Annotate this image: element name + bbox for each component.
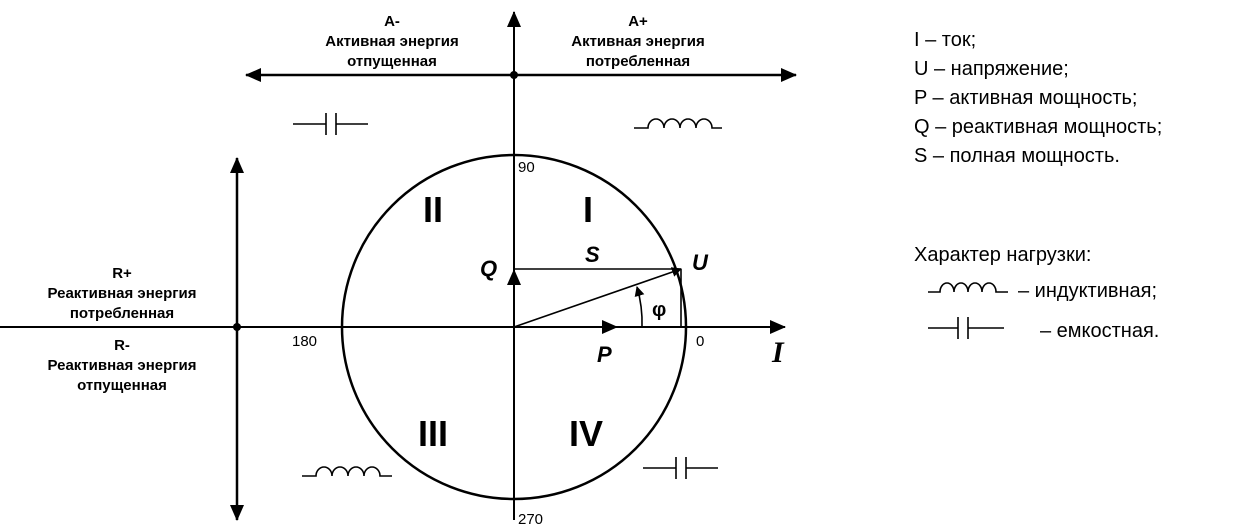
angle-0: 0: [696, 333, 704, 350]
quadrant-4: IV: [569, 413, 603, 454]
capacitor-icon: [293, 113, 368, 135]
left-upper-line2: потребленная: [70, 305, 174, 322]
quadrant-2: II: [423, 189, 443, 230]
left-upper-line1: Реактивная энергия: [47, 285, 196, 302]
legend: I – ток; U – напряжение; P – активная мо…: [914, 26, 1162, 171]
top-right-line1: Активная энергия: [571, 33, 705, 50]
label-axis-i: I: [771, 336, 785, 369]
label-phi: φ: [652, 299, 666, 321]
quadrant-1: I: [583, 189, 593, 230]
top-right-title: A+: [628, 13, 648, 30]
left-upper-title: R+: [112, 265, 132, 282]
load-capacitive: – емкостная.: [1040, 320, 1160, 342]
inductor-icon: [302, 466, 392, 477]
angle-180: 180: [292, 333, 317, 350]
top-left-title: A-: [384, 13, 400, 30]
angle-90: 90: [518, 159, 535, 176]
left-lower-line2: отпущенная: [77, 377, 167, 394]
label-u: U: [692, 250, 709, 275]
legend-item: Q – реактивная мощность;: [914, 116, 1163, 138]
quadrant-3: III: [418, 413, 448, 454]
top-right-line2: потребленная: [586, 53, 690, 70]
phi-arc: [634, 286, 645, 328]
angle-270: 270: [518, 511, 543, 528]
legend-item: P – активная мощность;: [914, 87, 1138, 109]
label-p: P: [597, 342, 612, 367]
top-left-line1: Активная энергия: [325, 33, 459, 50]
inductor-icon: [928, 282, 1008, 293]
legend-item: U – напряжение;: [914, 58, 1069, 80]
left-lower-line1: Реактивная энергия: [47, 357, 196, 374]
legend-item: S – полная мощность.: [914, 145, 1120, 167]
capacitor-icon: [928, 317, 1004, 339]
label-s: S: [585, 242, 600, 267]
vector-u: [513, 267, 682, 328]
load-title: Характер нагрузки:: [914, 244, 1092, 266]
active-energy-node: [510, 71, 518, 79]
top-left-line2: отпущенная: [347, 53, 437, 70]
inductor-icon: [634, 118, 722, 129]
capacitor-icon: [643, 457, 718, 479]
left-lower-title: R-: [114, 337, 130, 354]
label-q: Q: [480, 256, 497, 281]
unit-circle: [340, 153, 688, 501]
load-inductive: – индуктивная;: [1018, 280, 1158, 302]
legend-item: I – ток;: [914, 29, 977, 51]
reactive-energy-node: [233, 323, 241, 331]
